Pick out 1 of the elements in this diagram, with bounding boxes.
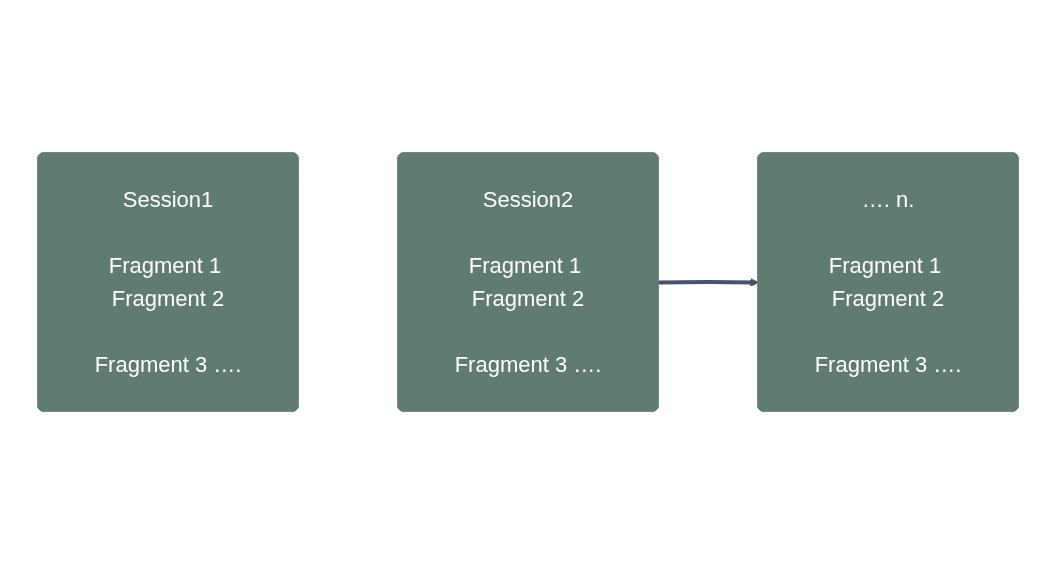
arrow (657, 277, 759, 287)
